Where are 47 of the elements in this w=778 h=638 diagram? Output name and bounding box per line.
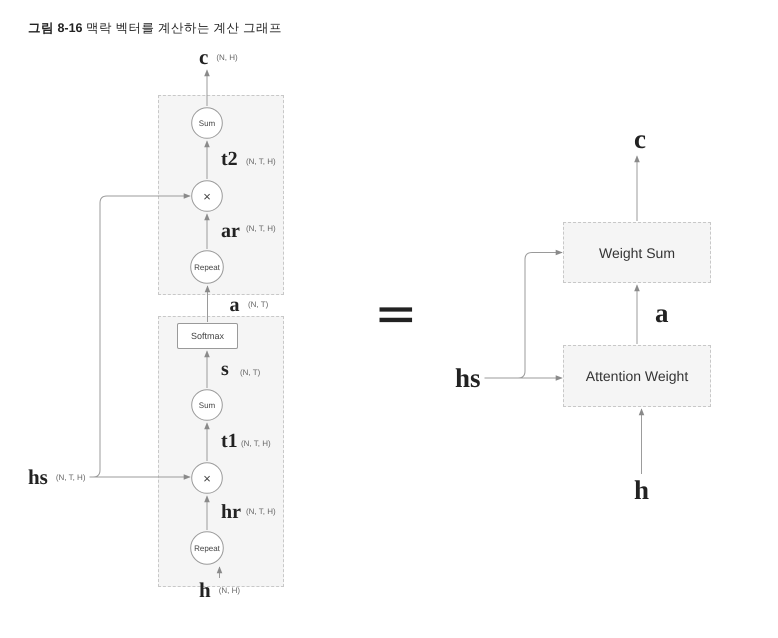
arrow [204, 69, 210, 106]
arrow [204, 285, 210, 322]
edge-label: hr [221, 502, 241, 522]
edge-label: ar [221, 220, 240, 240]
operation-circle: Repeat [190, 531, 224, 565]
shape-label: (N, T) [240, 368, 260, 377]
arrow [89, 193, 191, 478]
variable-label: h [199, 580, 211, 600]
operation-circle: Sum [191, 389, 223, 421]
shape-label: (N, T, H) [246, 157, 276, 166]
layer-box: Attention Weight [563, 345, 711, 407]
operation-box: Softmax [177, 323, 238, 349]
operation-circle: × [191, 180, 223, 212]
variable-label: c [634, 126, 646, 152]
operation-circle: × [191, 462, 223, 494]
figure-title: 그림 8-16 맥락 벡터를 계산하는 계산 그래프 [28, 20, 282, 37]
layer-box: Weight Sum [563, 222, 711, 283]
shape-label: (N, T, H) [246, 224, 276, 233]
edge-label: s [221, 358, 229, 378]
arrow [204, 140, 210, 180]
edge-label: t1 [221, 431, 238, 451]
arrow [204, 213, 210, 250]
arrow [216, 566, 222, 578]
equals-sign: = [374, 288, 418, 340]
arrow [204, 495, 210, 530]
variable-label: c [199, 46, 208, 68]
shape-label: (N, T, H) [246, 507, 276, 516]
shape-label: (N, H) [218, 586, 240, 594]
variable-label: h [634, 476, 650, 504]
edge-label: a [655, 300, 668, 327]
shape-label: (N, T, H) [56, 472, 86, 482]
shape-label: (N, T) [248, 300, 268, 309]
variable-label: hs [28, 466, 48, 488]
edge-label: t2 [221, 149, 238, 169]
arrow [634, 284, 640, 344]
arrow [204, 422, 210, 462]
operation-circle: Repeat [190, 250, 224, 284]
edge-label: a [230, 295, 240, 315]
group-box [158, 95, 284, 295]
arrow [204, 350, 210, 388]
arrow [638, 408, 644, 474]
arrow [634, 155, 640, 222]
shape-label: (N, H) [216, 52, 238, 62]
operation-circle: Sum [191, 107, 223, 139]
variable-label: hs [455, 364, 481, 392]
arrow [484, 250, 563, 378]
shape-label: (N, T, H) [241, 439, 271, 448]
